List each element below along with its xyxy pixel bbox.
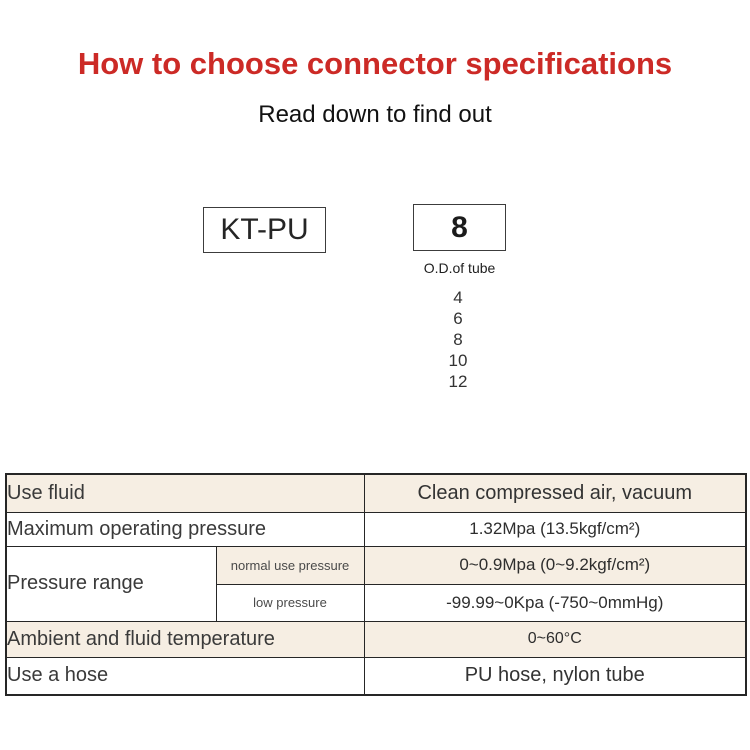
- table-row: Use fluid Clean compressed air, vacuum: [5, 473, 747, 513]
- spec-value-max-pressure: 1.32Mpa (13.5kgf/cm²): [363, 511, 747, 547]
- table-row: Pressure range normal use pressure 0~0.9…: [5, 545, 747, 622]
- spec-value-temperature: 0~60°C: [363, 620, 747, 658]
- size-options-list: 4 6 8 10 12: [408, 287, 508, 392]
- size-option: 12: [448, 372, 468, 391]
- spec-value-hose: PU hose, nylon tube: [363, 656, 747, 696]
- size-option: 4: [453, 288, 463, 307]
- spec-label-use-fluid: Use fluid: [5, 473, 365, 513]
- spec-table: Use fluid Clean compressed air, vacuum M…: [5, 473, 747, 696]
- table-row: Maximum operating pressure 1.32Mpa (13.5…: [5, 511, 747, 547]
- spec-label-max-pressure: Maximum operating pressure: [5, 511, 365, 547]
- spec-sublabel-normal-pressure: normal use pressure: [215, 545, 365, 585]
- page-subtitle: Read down to find out: [258, 101, 492, 128]
- spec-value-low-pressure: -99.99~0Kpa (-750~0mmHg): [363, 583, 747, 622]
- size-option: 10: [448, 351, 468, 370]
- od-of-tube-caption: O.D.of tube: [423, 260, 496, 276]
- spec-label-temperature: Ambient and fluid temperature: [5, 620, 365, 658]
- spec-label-pressure-range: Pressure range: [5, 545, 217, 622]
- size-option: 6: [453, 309, 463, 328]
- spec-value-use-fluid: Clean compressed air, vacuum: [363, 473, 747, 513]
- table-row: Use a hose PU hose, nylon tube: [5, 656, 747, 696]
- spec-value-normal-pressure: 0~0.9Mpa (0~9.2kgf/cm²): [363, 545, 747, 585]
- size-option: 8: [453, 330, 463, 349]
- spec-label-hose: Use a hose: [5, 656, 365, 696]
- table-row: low pressure -99.99~0Kpa (-750~0mmHg): [6, 583, 747, 622]
- model-series-label: KT-PU: [220, 213, 309, 246]
- model-size-value: 8: [451, 210, 468, 244]
- spec-sublabel-low-pressure: low pressure: [215, 583, 365, 622]
- model-size-box: 8: [413, 204, 506, 251]
- table-row: Ambient and fluid temperature 0~60°C: [5, 620, 747, 658]
- page-title: How to choose connector specifications: [77, 46, 673, 81]
- model-series-box: KT-PU: [203, 207, 326, 253]
